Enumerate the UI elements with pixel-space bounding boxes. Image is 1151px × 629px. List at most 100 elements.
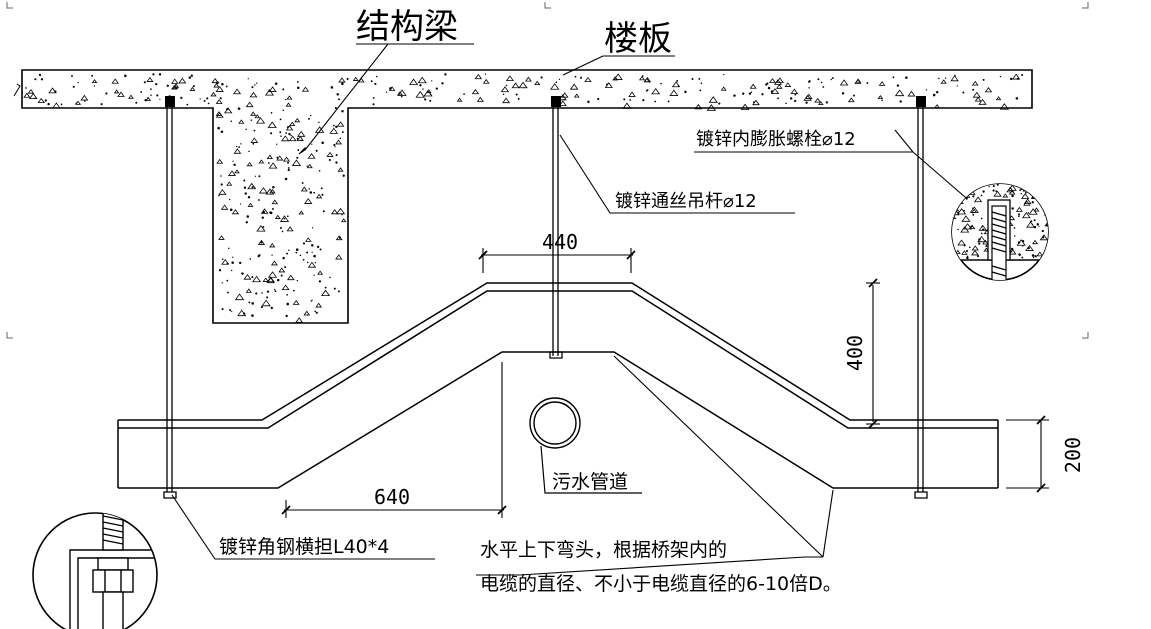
concrete-speckle: [932, 94, 935, 97]
concrete-speckle: [281, 284, 290, 291]
concrete-speckle: [677, 85, 680, 87]
concrete-speckle: [276, 156, 279, 159]
concrete-speckle: [225, 85, 228, 88]
concrete-speckle: [216, 158, 224, 164]
concrete-speckle: [285, 314, 288, 318]
hanger-rod-label: 镀锌通丝吊杆⌀12: [615, 191, 757, 212]
concrete-speckle: [111, 78, 119, 84]
concrete-speckle: [1007, 184, 1017, 191]
dim-rise: 400: [843, 335, 867, 371]
concrete-speckle: [471, 88, 480, 95]
concrete-speckle: [274, 290, 277, 293]
concrete-speckle: [27, 88, 35, 94]
concrete-speckle: [335, 254, 343, 260]
concrete-speckle: [334, 106, 337, 110]
concrete-speckle: [982, 239, 989, 245]
concrete-speckle: [505, 84, 508, 87]
concrete-speckle: [308, 117, 310, 120]
concrete-speckle: [335, 125, 338, 128]
concrete-speckle: [274, 288, 276, 291]
concrete-speckle: [638, 75, 646, 81]
concrete-speckle: [335, 139, 342, 145]
concrete-speckle: [226, 262, 229, 265]
concrete-speckle: [992, 189, 995, 192]
crop-marks: [6, 2, 1089, 339]
concrete-speckle: [980, 232, 983, 235]
concrete-speckle: [318, 280, 322, 283]
concrete-speckle: [291, 159, 302, 166]
concrete-speckle: [1009, 77, 1013, 81]
concrete-speckle: [742, 92, 745, 95]
bend-note-line-1: 水平上下弯头，根据桥架内的: [480, 539, 727, 561]
concrete-speckle: [315, 193, 323, 199]
concrete-speckle: [226, 181, 233, 186]
concrete-speckle: [794, 93, 797, 96]
concrete-speckle: [315, 311, 318, 314]
concrete-speckle: [613, 73, 623, 80]
concrete-speckle: [550, 83, 560, 90]
concrete-speckle: [1041, 236, 1045, 239]
concrete-speckle: [957, 228, 959, 231]
concrete-speckle: [301, 86, 310, 92]
concrete-speckle: [140, 91, 143, 93]
concrete-speckle: [814, 97, 822, 103]
concrete-speckle: [221, 282, 223, 284]
concrete-speckle: [234, 169, 240, 174]
concrete-speckle: [215, 99, 223, 104]
concrete-speckle: [324, 286, 327, 289]
concrete-speckle: [770, 88, 780, 95]
concrete-speckle: [708, 96, 718, 103]
concrete-speckle: [334, 146, 336, 148]
concrete-speckle: [973, 196, 983, 203]
dim-bottom-run: 640: [374, 485, 410, 509]
concrete-speckle: [285, 98, 287, 101]
concrete-speckle: [282, 156, 291, 162]
concrete-speckle: [286, 302, 290, 306]
concrete-speckle: [341, 214, 343, 216]
concrete-speckle: [284, 266, 287, 269]
concrete-speckle: [294, 117, 301, 123]
concrete-speckle: [629, 99, 632, 101]
concrete-speckle: [773, 79, 782, 85]
concrete-speckle: [295, 251, 298, 254]
concrete-speckle: [231, 209, 240, 215]
concrete-speckle: [794, 99, 797, 103]
concrete-speckle: [47, 102, 50, 106]
concrete-speckle: [267, 271, 278, 278]
concrete-speckle: [270, 306, 274, 310]
concrete-speckle: [292, 299, 300, 305]
concrete-speckle: [579, 76, 583, 79]
concrete-speckle: [25, 87, 27, 89]
concrete-speckle: [250, 137, 259, 143]
concrete-speckle: [338, 236, 342, 239]
concrete-speckle: [274, 214, 281, 219]
concrete-speckle: [282, 256, 285, 260]
concrete-speckle: [227, 170, 236, 176]
concrete-speckle: [740, 103, 750, 110]
concrete-speckle: [1032, 255, 1034, 257]
concrete-speckle: [236, 145, 238, 148]
concrete-speckle: [296, 86, 300, 90]
concrete-speckle: [80, 94, 89, 101]
concrete-speckle: [1025, 191, 1027, 194]
concrete-speckle: [502, 93, 505, 96]
concrete-speckle: [211, 77, 219, 84]
concrete-speckle: [295, 317, 304, 323]
concrete-speckle: [199, 98, 201, 100]
concrete-speckle: [302, 242, 306, 245]
concrete-speckle: [766, 82, 769, 85]
concrete-speckle: [227, 291, 229, 294]
concrete-speckle: [1020, 193, 1022, 195]
concrete-speckle: [245, 221, 248, 224]
concrete-speckle: [374, 82, 377, 86]
concrete-speckle: [302, 258, 305, 261]
concrete-speckle: [166, 84, 169, 87]
concrete-speckle: [750, 91, 753, 94]
concrete-speckle: [952, 251, 955, 254]
leader-arrow: [298, 146, 306, 155]
slab-break-line: [13, 83, 21, 97]
concrete-speckle: [561, 92, 569, 98]
concrete-speckle: [1006, 186, 1015, 193]
concrete-speckle: [993, 190, 1002, 197]
concrete-speckle: [1045, 252, 1048, 258]
